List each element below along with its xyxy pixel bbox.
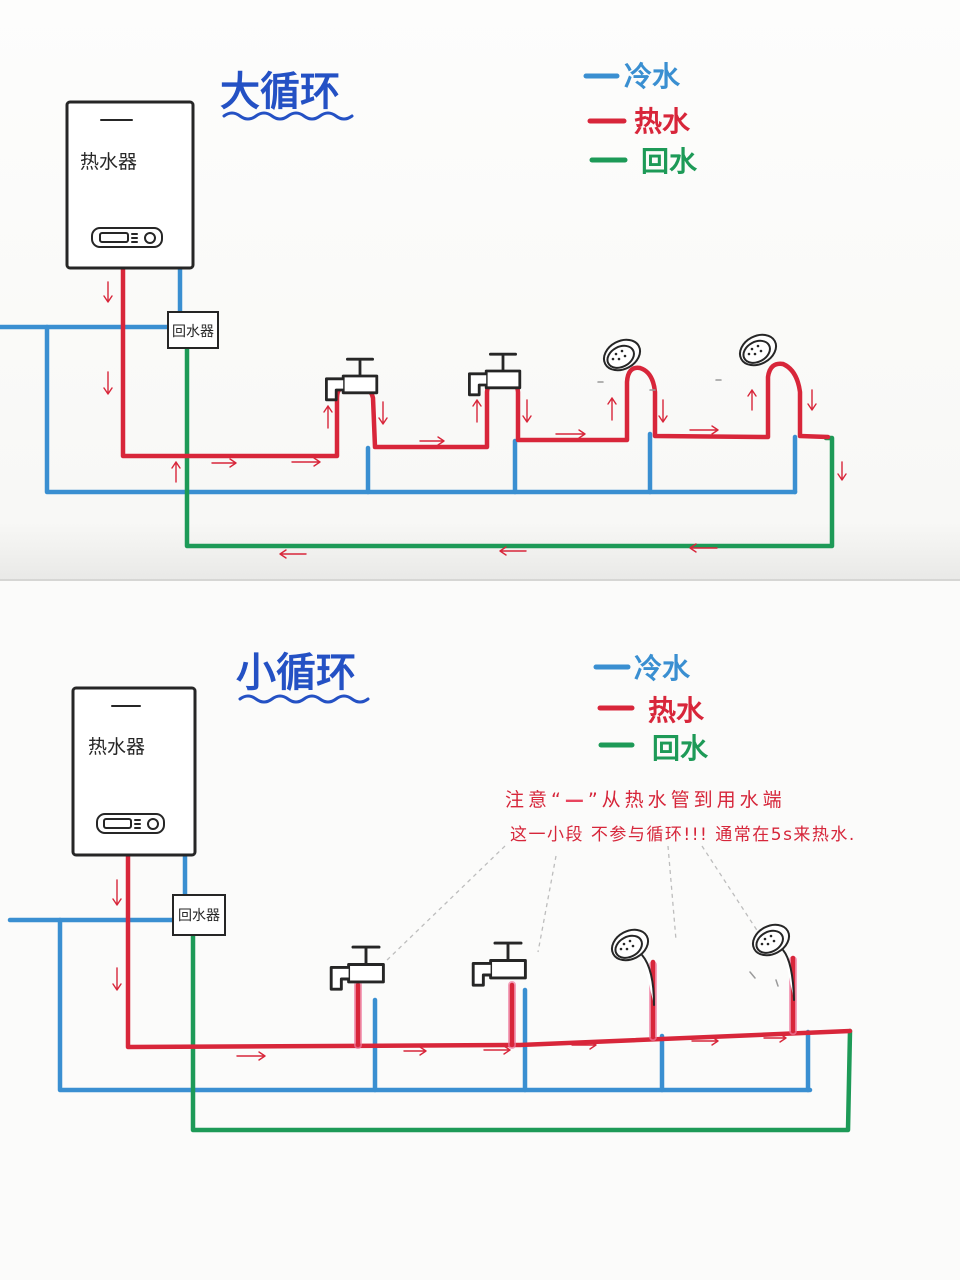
flow-arrow-down <box>112 967 122 991</box>
legend: 冷水 热水 回水 <box>593 652 709 765</box>
faucet-icon <box>468 352 522 397</box>
heater-body <box>65 100 195 270</box>
flow-arrow-right <box>403 1046 427 1056</box>
flow-arrow-left <box>689 543 718 553</box>
legend-label-hot: 热水 <box>648 694 705 727</box>
title-underline <box>222 111 354 121</box>
callout-lines <box>384 845 763 963</box>
flow-arrow-right <box>291 457 321 467</box>
note-hot-mark: — <box>565 789 588 811</box>
legend-label-cold: 冷水 <box>624 60 681 93</box>
flow-arrow-right <box>571 1040 597 1050</box>
water-spray-marks <box>597 379 722 391</box>
flow-arrow-down <box>112 879 122 906</box>
note-prefix: 注意“ <box>505 789 565 811</box>
faucet-icon <box>471 941 527 987</box>
hot-water-branches <box>355 955 796 1048</box>
small-loop-title: 小循环 <box>236 650 356 696</box>
flow-arrow-down <box>807 389 817 411</box>
flow-arrow-up <box>472 399 482 423</box>
flow-arrow-right <box>236 1051 266 1061</box>
flow-arrow-down <box>103 371 113 395</box>
legend-label-hot: 热水 <box>634 105 691 138</box>
title-underline <box>238 694 370 704</box>
flow-arrow-up <box>323 405 333 429</box>
flow-arrow-left <box>279 549 307 559</box>
note-suffix: ”从热水管到用水端 <box>588 789 786 811</box>
flow-arrow-up <box>607 397 617 421</box>
note-line-1: 注意“—”从热水管到用水端 <box>505 789 786 811</box>
cold-water-pipe <box>44 324 798 495</box>
faucet-icon <box>329 945 385 991</box>
legend-label-return: 回水 <box>652 732 709 765</box>
legend: 冷水 热水 回水 <box>583 60 698 178</box>
big-loop-title: 大循环 <box>220 69 340 115</box>
water-heater: 热水器 <box>65 100 195 270</box>
heater-label: 热水器 <box>80 151 137 173</box>
flow-arrow-up <box>171 461 181 483</box>
return-device-label: 回水器 <box>172 324 214 340</box>
flow-arrow-up <box>747 389 757 411</box>
flow-arrow-right <box>555 429 586 439</box>
top-paper-sheet <box>0 0 960 580</box>
flow-arrow-right <box>419 436 445 446</box>
flow-arrow-down <box>658 399 668 423</box>
return-water-device: 回水器 <box>172 894 226 936</box>
flow-arrow-right <box>691 1036 719 1046</box>
shower-head-icon <box>738 333 778 367</box>
heater-control-panel <box>91 227 163 248</box>
heater-label: 热水器 <box>88 736 145 758</box>
shower-head-icon <box>610 928 655 1006</box>
water-spray-marks <box>749 971 779 987</box>
note: 注意“—”从热水管到用水端 这一小段 不参与循环!!! 通常在5s来热水. <box>505 789 856 845</box>
heater-body <box>71 686 197 857</box>
faucet-icon <box>325 357 379 402</box>
small-loop-diagram: 小循环 冷水 热水 回水 注意“—”从热水管到用水端 这一小段 不参与循环!!!… <box>7 650 856 1133</box>
cold-water-pipe <box>57 917 813 1093</box>
return-device-label: 回水器 <box>178 908 220 924</box>
big-loop-diagram: 大循环 冷水 热水 回水 热水器 <box>0 60 847 559</box>
flow-arrow-right <box>211 458 237 468</box>
note-line-2: 这一小段 不参与循环!!! 通常在5s来热水. <box>510 825 856 845</box>
flow-arrow-right <box>483 1045 511 1055</box>
cold-water-branches <box>365 431 798 495</box>
return-water-device: 回水器 <box>167 311 219 349</box>
return-water-pipe <box>190 932 853 1133</box>
heater-control-panel <box>96 813 165 834</box>
flow-arrow-down <box>378 401 388 425</box>
bottom-paper-sheet <box>0 580 960 1280</box>
shower-head-icon <box>751 923 795 1001</box>
flow-arrow-right <box>689 425 719 435</box>
water-heater: 热水器 <box>71 686 197 857</box>
hot-water-loop-pipe <box>125 853 853 1050</box>
legend-label-cold: 冷水 <box>634 652 691 685</box>
flow-arrow-left <box>499 546 527 556</box>
return-device-box <box>172 894 226 936</box>
return-device-box <box>167 311 219 349</box>
flow-arrow-down <box>522 399 532 423</box>
flow-arrow-down <box>837 461 847 481</box>
flow-arrow-right <box>763 1033 787 1043</box>
shower-head-icon <box>602 338 642 372</box>
flow-arrow-down <box>103 281 113 303</box>
legend-label-return: 回水 <box>641 145 698 178</box>
